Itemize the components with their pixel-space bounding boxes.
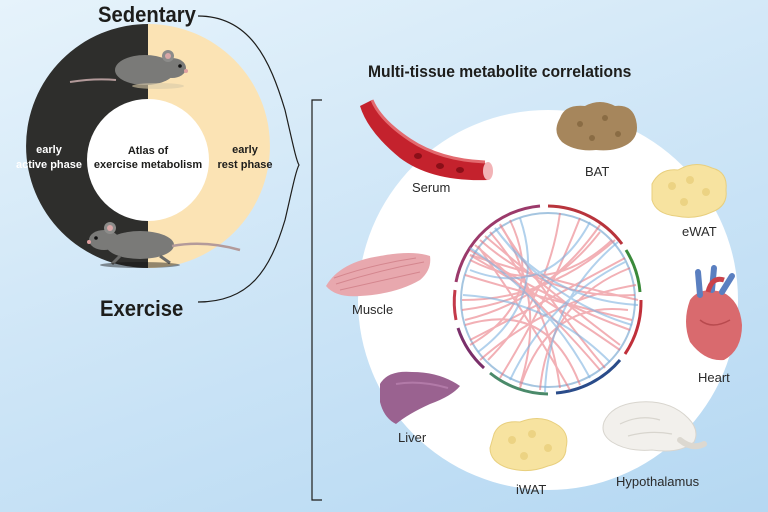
serum-vessel-icon	[360, 99, 493, 181]
circos-segment-muscle	[452, 289, 458, 321]
brain-hypothalamus-icon	[602, 401, 707, 452]
exercise-label: Exercise	[100, 296, 184, 321]
diagram-title: Multi-tissue metabolite correlations	[368, 62, 632, 81]
circos-segment-serum	[454, 204, 541, 283]
bat-tissue-icon	[556, 102, 637, 151]
circos-segment-liver	[456, 327, 486, 370]
tissue-label-bat: BAT	[585, 164, 610, 179]
ewat-tissue-icon	[651, 164, 727, 218]
circos-chords-blue	[462, 217, 639, 393]
exercise-mouse-icon	[87, 222, 241, 268]
right-bracket	[311, 99, 322, 501]
circos-segment-heart	[623, 299, 643, 355]
tissue-label-heart: Heart	[698, 370, 730, 385]
tissue-label-ewat: eWAT	[682, 224, 717, 239]
center-disc	[87, 99, 209, 221]
heart-organ-icon	[686, 265, 742, 361]
tissue-label-muscle: Muscle	[352, 302, 394, 317]
circos-segment-ewat	[624, 249, 642, 293]
sedentary-mouse-icon	[69, 50, 188, 89]
circos-segment-bat	[547, 204, 624, 245]
tissue-label-serum: Serum	[412, 180, 451, 195]
iwat-tissue-icon	[489, 418, 568, 472]
liver-organ-icon	[380, 371, 460, 424]
muscle-tissue-icon	[326, 253, 431, 297]
sedentary-label: Sedentary	[98, 2, 196, 27]
tissue-label-liver: Liver	[398, 430, 427, 445]
circos-segment-iwat	[489, 371, 549, 396]
circos-chords-red	[461, 212, 639, 391]
tissue-label-hypothalamus: Hypothalamus	[616, 474, 700, 489]
circos-segment-hypothalamus	[555, 359, 622, 395]
tissue-label-iwat: iWAT	[516, 482, 547, 497]
brace-connector	[197, 15, 300, 303]
circos-plot	[452, 204, 643, 396]
